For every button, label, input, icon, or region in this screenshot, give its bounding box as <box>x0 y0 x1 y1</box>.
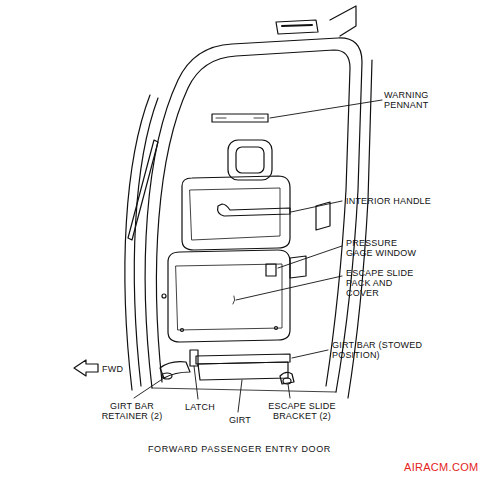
viewing-window <box>228 140 272 180</box>
figure-caption: FORWARD PASSENGER ENTRY DOOR <box>148 444 331 454</box>
escape-slide-pack <box>168 250 290 342</box>
girt <box>198 362 288 380</box>
direction-label: FWD <box>102 364 132 374</box>
part-label: LATCH <box>180 402 220 412</box>
part-label: PRESSURE GAGE WINDOW <box>346 238 418 258</box>
part-label: ESCAPE SLIDE BRACKET (2) <box>262 401 342 421</box>
frame-edge <box>134 98 158 386</box>
part-label: GIRT BAR (STOWED POSITION) <box>332 340 454 360</box>
part-label: WARNING PENNANT <box>384 90 456 110</box>
girt-bar-retainer <box>160 362 190 378</box>
frame-rod <box>128 140 158 240</box>
viewing-window-glass <box>236 147 264 173</box>
handle-recess <box>182 176 290 250</box>
part-label: INTERIOR HANDLE <box>346 196 466 206</box>
pennant-marks <box>216 118 264 119</box>
door-inner-outline <box>156 50 350 386</box>
latch <box>190 350 198 366</box>
fastener <box>162 294 166 298</box>
top-strip <box>330 6 356 36</box>
part-label: GIRT <box>224 415 256 425</box>
top-fitting-slot <box>282 25 312 26</box>
handle-recess-inner <box>190 188 280 240</box>
fastener <box>275 327 278 330</box>
watermark: AIRACM.COM <box>404 462 490 472</box>
top-fitting <box>276 20 318 34</box>
interior-handle <box>218 204 290 216</box>
escape-slide-bracket <box>280 372 294 384</box>
escape-slide-bracket <box>283 378 291 384</box>
fastener <box>181 329 184 332</box>
cover-mark <box>233 296 235 304</box>
fwd-arrow <box>74 360 98 376</box>
pressure-gage-window <box>266 264 276 276</box>
escape-slide-cover <box>176 264 282 330</box>
door-sill <box>152 388 336 392</box>
warning-pennant <box>212 114 268 122</box>
door-outline <box>145 38 362 392</box>
leader-lines <box>134 100 382 412</box>
part-label: GIRT BAR RETAINER (2) <box>92 401 172 421</box>
part-label: ESCAPE SLIDE PACK AND COVER <box>346 268 426 298</box>
